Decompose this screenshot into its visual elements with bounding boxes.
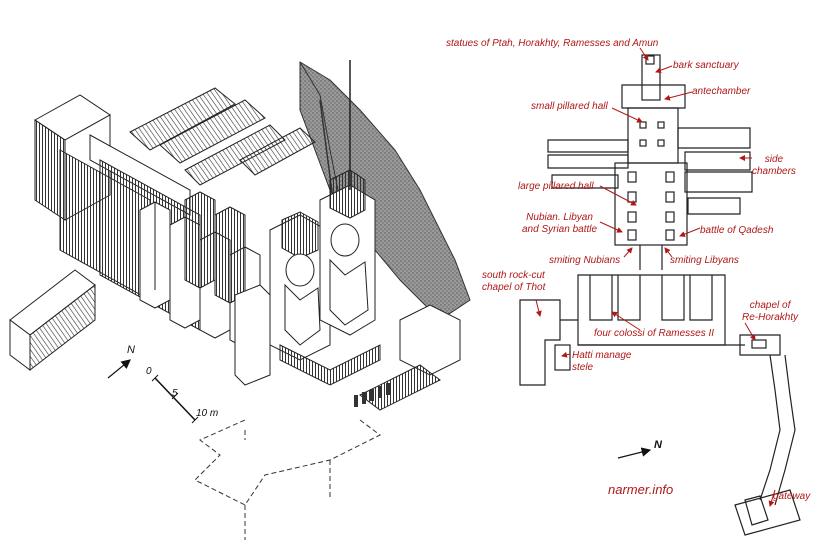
label-gateway: gateway bbox=[773, 491, 811, 502]
plan-re-horakhty bbox=[739, 334, 781, 356]
iso-north-label: N bbox=[127, 344, 135, 356]
label-large-hall: large pillared hall bbox=[518, 181, 594, 192]
scale-tick-0: 0 bbox=[146, 366, 152, 377]
label-bark-sanctuary: bark sanctuary bbox=[673, 60, 739, 71]
plan-view bbox=[519, 54, 801, 536]
plan-north-arrow bbox=[617, 447, 652, 459]
iso-north-arrow bbox=[107, 359, 131, 379]
scale-tick-10: 10 m bbox=[196, 408, 219, 419]
label-side-chambers: side chambers bbox=[752, 154, 796, 177]
credit: narmer.info bbox=[608, 482, 674, 497]
label-smiting-libyans: smiting Libyans bbox=[670, 255, 739, 266]
plan-south-chapel bbox=[519, 299, 561, 386]
plan-bark-sanctuary bbox=[641, 54, 661, 101]
leaders bbox=[535, 47, 776, 507]
statuettes bbox=[354, 383, 390, 407]
label-re-horakhty: chapel of Re-Horakhty bbox=[742, 300, 799, 323]
plan-large-hall bbox=[614, 162, 688, 246]
plan-gateway bbox=[734, 489, 801, 536]
terrace-outline bbox=[194, 419, 381, 506]
isometric-view bbox=[9, 60, 471, 540]
label-small-hall: small pillared hall bbox=[531, 101, 608, 112]
label-nubian-libyan: Nubian. Libyan and Syrian battle bbox=[522, 212, 598, 235]
plan-north-label: N bbox=[654, 439, 662, 451]
scale-bar bbox=[154, 377, 196, 421]
label-smiting-nubians: smiting Nubians bbox=[549, 255, 621, 266]
scale-tick-5: 5 bbox=[172, 388, 178, 399]
plan-small-hall bbox=[627, 107, 679, 164]
label-hatti-stele: Hatti manage stele bbox=[572, 350, 632, 373]
plan-pillars bbox=[627, 171, 675, 241]
label-qadesh: battle of Qadesh bbox=[700, 225, 774, 236]
label-antechamber: antechamber bbox=[692, 86, 751, 97]
label-south-chapel: south rock-cut chapel of Thot bbox=[482, 270, 546, 293]
label-four-colossi: four colossi of Ramesses II bbox=[594, 328, 715, 339]
label-statues: statues of Ptah, Horakhty, Ramesses and … bbox=[446, 38, 659, 49]
colossi bbox=[269, 60, 381, 386]
